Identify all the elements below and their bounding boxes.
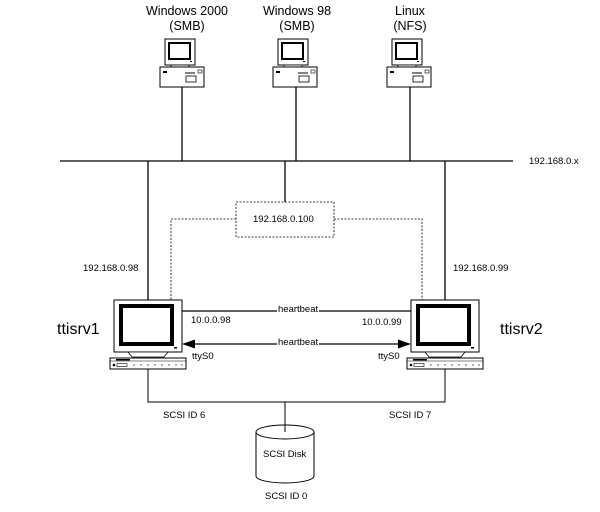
client-label-windows-2000: Windows 2000 (SMB) (132, 4, 242, 34)
client-name: Linux (395, 4, 425, 18)
virtual-ip-label: 192.168.0.100 (253, 214, 314, 225)
server1-serial-port: ttyS0 (192, 351, 214, 362)
client-protocol: (NFS) (393, 19, 427, 33)
client-computer-windows-2000 (159, 38, 205, 88)
client-computer-linux (386, 38, 432, 88)
server1-scsi-id: SCSI ID 6 (163, 410, 206, 421)
client-computer-windows-98 (272, 38, 318, 88)
server-computer-ttisrv1 (108, 298, 188, 371)
server2-scsi-id: SCSI ID 7 (389, 410, 432, 421)
server-computer-ttisrv2 (405, 298, 485, 371)
server2-serial-port: ttyS0 (378, 351, 400, 362)
heartbeat-ethernet-label: heartbeat (277, 304, 320, 315)
server2-heartbeat-ip: 10.0.0.99 (362, 317, 402, 328)
virtual-ip-link-server2 (334, 218, 423, 300)
virtual-ip-link-server1 (170, 218, 236, 300)
server1-heartbeat-ip: 10.0.0.98 (191, 315, 231, 326)
scsi-disk-label: SCSI Disk (263, 449, 307, 460)
server2-lan-ip: 192.168.0.99 (453, 263, 509, 274)
client-label-linux: Linux (NFS) (355, 4, 465, 34)
subnet-label: 192.168.0.x (529, 156, 579, 167)
client-protocol: (SMB) (169, 19, 205, 33)
server1-hostname: ttisrv1 (57, 321, 100, 338)
client-label-windows-98: Windows 98 (SMB) (242, 4, 352, 34)
client-name: Windows 98 (262, 4, 332, 18)
scsi-disk-icon (255, 402, 315, 484)
server1-lan-ip: 192.168.0.98 (83, 263, 139, 274)
scsi-bus-line (147, 369, 446, 403)
virtual-ip-box (235, 201, 335, 238)
arrow-right-icon (398, 339, 411, 349)
client-protocol: (SMB) (279, 19, 315, 33)
arrow-left-icon (182, 339, 195, 349)
client-name: Windows 2000 (146, 4, 228, 18)
server2-hostname: ttisrv2 (500, 321, 543, 338)
scsi-disk-id: SCSI ID 0 (265, 491, 308, 502)
heartbeat-serial-label: heartbeat (277, 337, 320, 348)
